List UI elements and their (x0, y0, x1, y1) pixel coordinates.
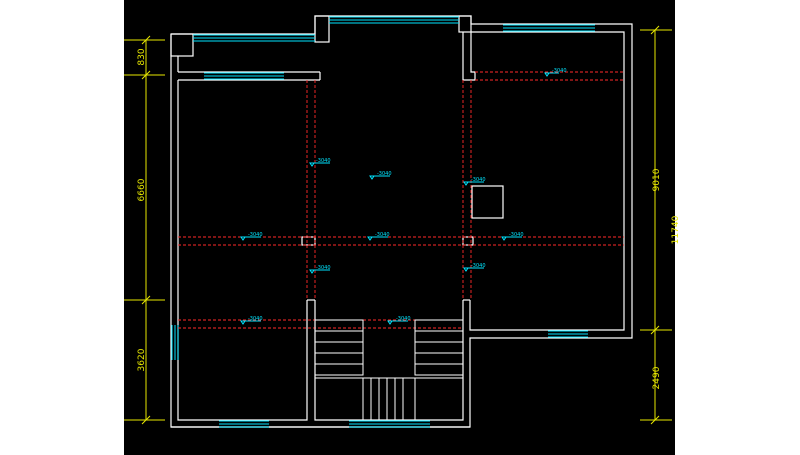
level-markers: -3040 -3040 -3040 -3040 -3040 -3040 -304… (240, 68, 567, 325)
dimension-left: 830 6660 3620 (124, 35, 165, 425)
level-mark-text: -3040 (396, 316, 411, 322)
level-mark: -3040 (544, 68, 567, 77)
level-mark-text: -3040 (471, 177, 486, 183)
walls (170, 15, 633, 428)
window-bottom-left (219, 420, 269, 428)
level-mark-text: -3040 (471, 263, 486, 269)
dimension-text: 9010 (652, 168, 662, 191)
column-center-right (462, 236, 474, 246)
level-mark: -3040 (309, 265, 331, 274)
dimension-text: 830 (137, 48, 147, 65)
window-bottom-right (548, 330, 588, 338)
column-center-left (301, 236, 316, 246)
shaft-opening (471, 185, 504, 219)
window-top-right (503, 24, 595, 32)
window-top-left (193, 34, 315, 42)
outer-wall (170, 15, 633, 428)
windows (171, 16, 595, 428)
level-mark: -3040 (387, 316, 411, 325)
column-top-right (458, 15, 472, 33)
column-top-center (314, 15, 330, 43)
level-mark: -3040 (240, 232, 263, 241)
dimension-text: 3620 (137, 348, 147, 371)
beams (178, 71, 624, 329)
column-top-left (170, 33, 194, 57)
level-mark-text: -3040 (552, 68, 567, 74)
level-mark-text: -3040 (377, 171, 392, 177)
dimension-right: 9010 11740 2490 (640, 25, 681, 425)
window-bottom-center (349, 420, 430, 428)
level-mark: -3040 (240, 316, 263, 325)
level-mark: -3040 (367, 232, 390, 241)
level-mark-text: -3040 (316, 158, 331, 164)
window-top-center (329, 16, 459, 24)
dimension-text: 2490 (652, 366, 662, 389)
level-mark-text: -3040 (316, 265, 331, 271)
level-mark: -3040 (463, 263, 486, 272)
level-mark: -3040 (463, 177, 486, 186)
level-mark-text: -3040 (375, 232, 390, 238)
level-mark: -3040 (369, 171, 392, 180)
dimension-text: 11740 (671, 215, 681, 244)
level-mark: -3040 (309, 158, 331, 167)
inner-wall-east (469, 31, 625, 331)
level-mark-text: -3040 (248, 316, 263, 322)
stairs (314, 319, 464, 421)
partition-upper (462, 32, 476, 81)
level-mark-text: -3040 (509, 232, 524, 238)
dimension-text: 6660 (137, 178, 147, 201)
inner-wall (177, 80, 308, 421)
window-left (171, 325, 179, 360)
inner-wall-right (314, 300, 464, 421)
level-mark-text: -3040 (248, 232, 263, 238)
window-inner-top-left (204, 72, 284, 80)
level-mark: -3040 (501, 232, 524, 241)
